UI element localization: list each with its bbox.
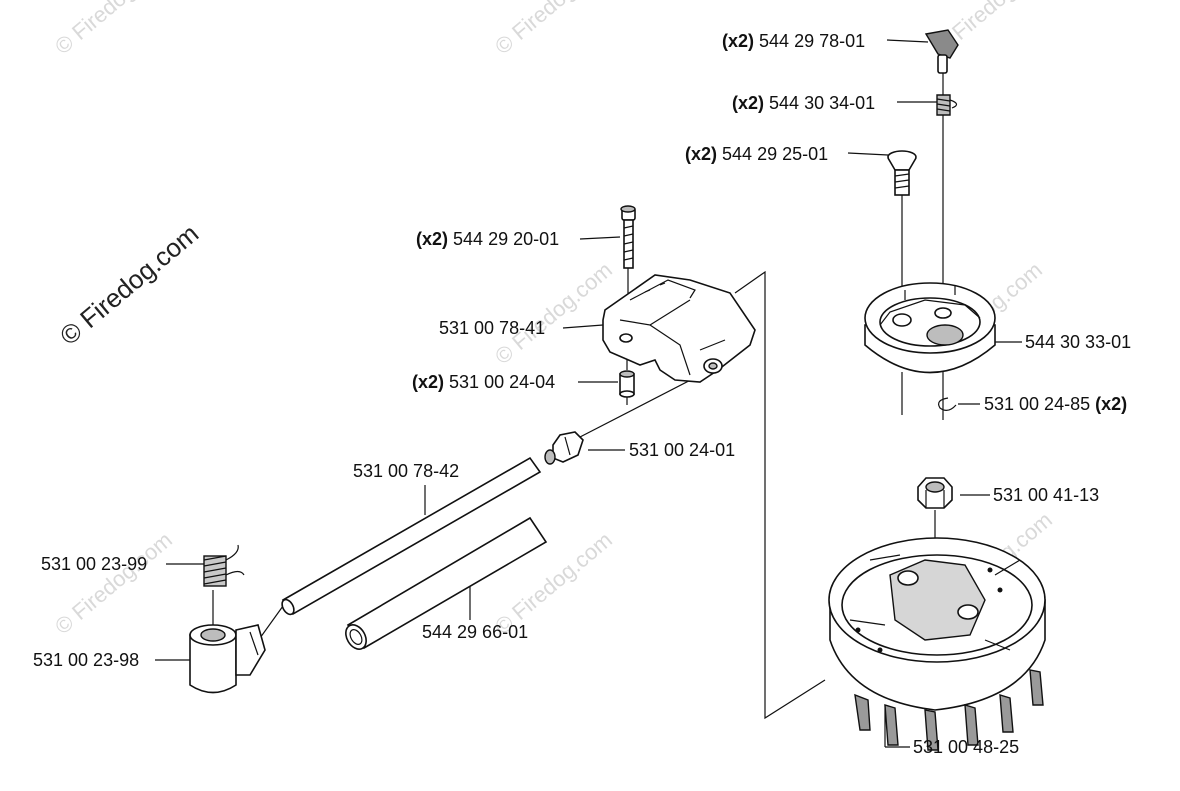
leader-lines — [155, 39, 1022, 748]
drive-disc-part — [864, 282, 996, 374]
spring-part — [203, 544, 245, 587]
part-number: 531 00 24-01 — [629, 440, 736, 460]
part-number: 531 00 23-98 — [33, 650, 140, 670]
part-label: 531 00 24-85 (x2) — [984, 394, 1127, 414]
part-label: 531 00 24-01 — [629, 440, 735, 460]
part-number: 531 00 41-13 — [993, 485, 1100, 505]
part-label: 531 00 41-13 — [993, 485, 1099, 505]
part-number: 531 00 48-25 — [913, 737, 1020, 757]
part-number: 544 29 25-01 — [722, 144, 829, 164]
clutch-drum-part — [828, 537, 1046, 751]
part-qty: (x2) — [416, 229, 449, 249]
part-label: (x2) 544 29 25-01 — [685, 144, 828, 164]
part-label: 531 00 78-41 — [439, 318, 545, 338]
part-number: 544 30 33-01 — [1025, 332, 1132, 352]
part-label: 531 00 78-42 — [353, 461, 459, 481]
part-number: 544 29 78-01 — [759, 31, 866, 51]
swivel-part — [189, 624, 266, 694]
spacer-part — [619, 370, 635, 398]
part-label: 544 30 33-01 — [1025, 332, 1131, 352]
part-qty: (x2) — [732, 93, 765, 113]
part-number: 531 00 23-99 — [41, 554, 148, 574]
housing-part — [602, 274, 756, 383]
part-label: (x2) 544 30 34-01 — [732, 93, 875, 113]
part-number: 544 29 20-01 — [453, 229, 560, 249]
nut-part — [917, 477, 953, 509]
part-number: 531 00 78-42 — [353, 461, 460, 481]
part-label: 531 00 23-99 — [41, 554, 147, 574]
part-label: 531 00 23-98 — [33, 650, 139, 670]
part-label: (x2) 544 29 78-01 — [722, 31, 865, 51]
tube-part — [345, 516, 548, 650]
part-label: (x2) 531 00 24-04 — [412, 372, 555, 392]
part-qty: (x2) — [685, 144, 718, 164]
knob-part — [924, 29, 959, 74]
part-number: 531 00 24-04 — [449, 372, 556, 392]
part-label: 531 00 48-25 — [913, 737, 1019, 757]
small-spring-part — [936, 94, 958, 116]
clip-part — [938, 397, 957, 411]
part-number: 531 00 78-41 — [439, 318, 546, 338]
part-qty: (x2) — [722, 31, 755, 51]
part-number: 544 29 66-01 — [422, 622, 529, 642]
part-number: 531 00 24-85 — [984, 394, 1091, 414]
grommet-part — [544, 431, 584, 465]
long-rod-part — [281, 456, 542, 616]
part-qty: (x2) — [412, 372, 445, 392]
countersunk-screw-part — [887, 150, 917, 196]
long-screw-part — [620, 205, 636, 269]
part-number: 544 30 34-01 — [769, 93, 876, 113]
part-qty: (x2) — [1095, 394, 1128, 414]
part-label: (x2) 544 29 20-01 — [416, 229, 559, 249]
part-label: 544 29 66-01 — [422, 622, 528, 642]
